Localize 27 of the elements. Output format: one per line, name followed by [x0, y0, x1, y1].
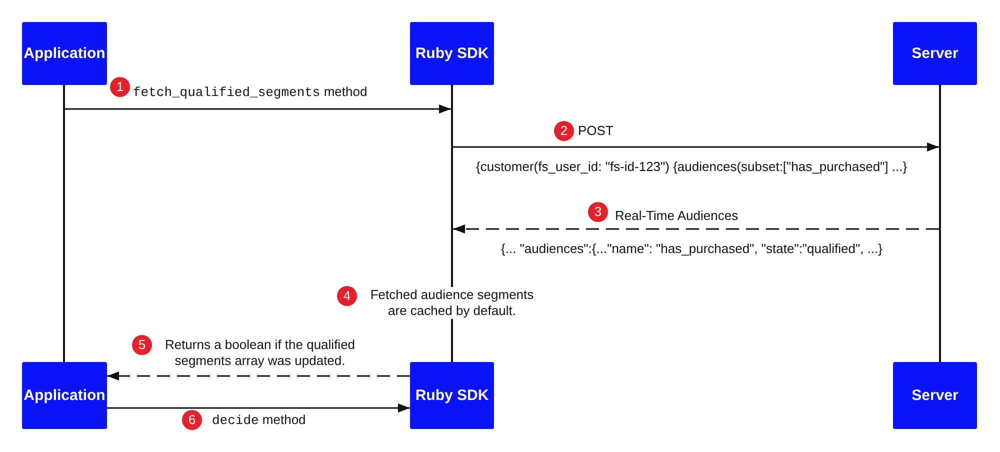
- participant-box: Application: [22, 22, 107, 85]
- response-data-text: {... "audiences":{..."name": "has_purchased", "state":"qualified", ...}: [501, 241, 882, 257]
- callout-number: 2: [554, 121, 574, 141]
- participant-box: Server: [893, 22, 977, 85]
- edge-label: POST: [578, 123, 614, 139]
- participant-box: Application: [22, 362, 107, 429]
- edge-label: Real-Time Audiences: [615, 208, 738, 224]
- participant-box: Ruby SDK: [410, 22, 494, 85]
- callout-number: 3: [588, 202, 608, 222]
- dashed-arrow: [453, 224, 939, 234]
- edge-label: Returns a boolean if the qualified segments array was updated.: [164, 337, 356, 369]
- edge-label: decide method: [212, 412, 306, 429]
- lifeline: [939, 85, 941, 362]
- callout-number: 5: [132, 335, 152, 355]
- callout-number: 1: [110, 77, 130, 97]
- arrow: [453, 142, 939, 152]
- dashed-arrow: [107, 372, 410, 380]
- participant-box: Server: [893, 362, 977, 429]
- arrow: [107, 404, 410, 412]
- request-query-text: {customer(fs_user_id: "fs-id-123") {audiences(subset:["has_purchased"] ...}: [476, 159, 908, 175]
- arrow: [65, 104, 451, 114]
- callout-number: 4: [337, 286, 357, 306]
- lifeline: [451, 85, 453, 362]
- callout-number: 6: [182, 410, 202, 430]
- lifeline: [63, 85, 65, 362]
- edge-label: fetch_qualified_segments method: [133, 84, 368, 101]
- participant-box: Ruby SDK: [410, 362, 494, 429]
